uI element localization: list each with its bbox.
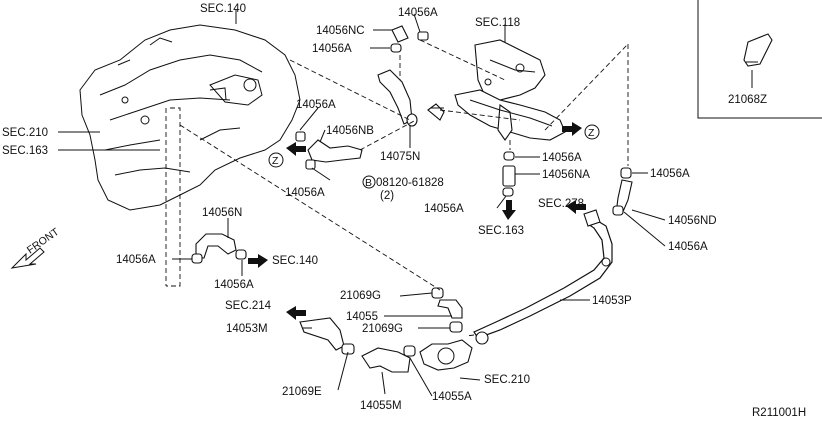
z-marker-left-text: Z <box>272 155 279 167</box>
label-14056a-r1: 14056A <box>542 152 582 164</box>
arrow-to-sec140 <box>248 254 268 268</box>
label-14056a-mid: 14056A <box>296 99 336 111</box>
arrow-to-sec214 <box>286 306 306 320</box>
label-14055a: 14055A <box>432 391 472 403</box>
label-bolt-qty: (2) <box>380 190 394 202</box>
label-14056a-low: 14056A <box>214 279 254 291</box>
direction-arrows <box>10 122 586 320</box>
pipe-14053m <box>299 317 355 355</box>
label-sec210-left: SEC.210 <box>2 127 48 139</box>
hose-14056n <box>191 233 247 264</box>
label-14056nb: 14056NB <box>326 125 374 137</box>
label-sec140-top: SEC.140 <box>200 3 246 15</box>
label-14055m: 14055M <box>360 400 402 412</box>
label-14053m: 14053M <box>226 323 268 335</box>
hose-14056nb <box>295 131 363 170</box>
label-14056a-r2: 14056A <box>424 203 464 215</box>
engine-outline <box>79 24 301 211</box>
label-14056a-engine: 14056A <box>285 187 325 199</box>
label-21069g-2: 21069G <box>362 323 403 335</box>
label-14055: 14055 <box>346 311 378 323</box>
label-21069e: 21069E <box>282 386 322 398</box>
arrow-to-sec163 <box>502 200 516 220</box>
hose-14055m <box>361 345 416 373</box>
part-labels: SEC.140 14056A SEC.118 14056NC 14056A 14… <box>2 3 806 419</box>
hose-14056nd <box>612 167 633 216</box>
label-14056a-far-right: 14056A <box>650 168 690 180</box>
label-sec140-bottom: SEC.140 <box>272 255 318 267</box>
label-sec210-bottom: SEC.210 <box>484 374 530 386</box>
dashed-guides <box>165 39 629 337</box>
bolt-marker: B <box>362 175 376 189</box>
label-21069g-1: 21069G <box>340 290 381 302</box>
label-sec163-bottom: SEC.163 <box>478 225 524 237</box>
water-outlet-assembly <box>454 39 566 141</box>
label-14056a-left-bottom: 14056A <box>116 254 156 266</box>
label-14056nd: 14056ND <box>668 215 717 227</box>
arrow-to-z-left <box>286 142 306 156</box>
label-14053p: 14053P <box>592 295 632 307</box>
water-valve-14055a <box>419 339 473 371</box>
z-marker-right-text: Z <box>588 127 595 139</box>
label-sec118: SEC.118 <box>475 17 520 29</box>
hose-14056na <box>502 151 516 197</box>
label-14056n: 14056N <box>202 207 242 219</box>
arrow-to-z-right <box>562 122 582 136</box>
label-14075n: 14075N <box>380 151 420 163</box>
bolt-marker-text: B <box>365 177 372 189</box>
label-14056a-far-right2: 14056A <box>668 241 708 253</box>
label-bolt: 08120-61828 <box>376 177 444 189</box>
leader-lines <box>58 10 666 397</box>
inset-part-21068z <box>743 33 773 88</box>
inset-box <box>697 0 822 119</box>
label-inset-21068z: 21068Z <box>728 94 767 106</box>
label-14056nc: 14056NC <box>316 25 365 37</box>
small-pipe-parts <box>377 25 445 127</box>
hose-14055 <box>431 287 463 333</box>
label-14056a-top: 14056A <box>398 7 438 19</box>
label-14056a-left-top: 14056A <box>312 43 352 55</box>
z-marker-left: Z <box>268 152 284 168</box>
label-sec278: SEC.278 <box>538 198 584 210</box>
arrow-to-sec278 <box>566 200 586 214</box>
front-arrow <box>10 247 45 269</box>
z-marker-right: Z <box>584 124 600 140</box>
label-sec163-left: SEC.163 <box>2 145 48 157</box>
label-sec214: SEC.214 <box>225 300 272 312</box>
water-pipe-14053p <box>473 209 613 345</box>
label-14056na: 14056NA <box>542 169 590 181</box>
label-diagram-id: R211001H <box>752 407 806 419</box>
